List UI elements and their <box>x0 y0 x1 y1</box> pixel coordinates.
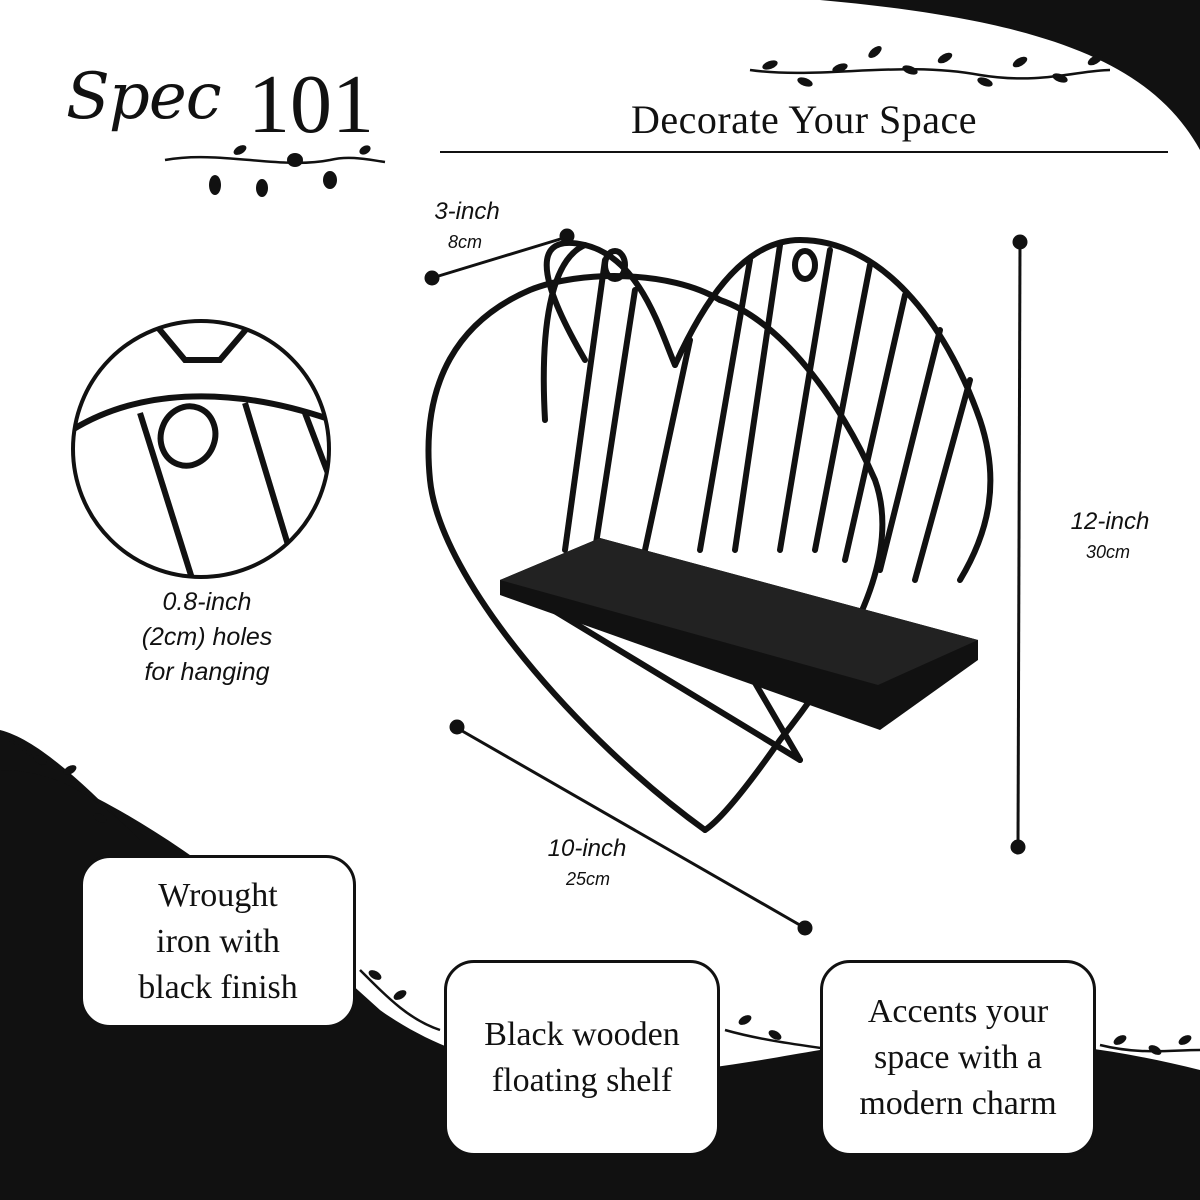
feature-line: iron with <box>156 922 280 960</box>
feature-line: Wrought <box>158 876 278 914</box>
depth-label: 3-inch <box>434 198 500 225</box>
feature-line: space with a <box>873 1039 1043 1076</box>
hanging-holes-callout: 0.8-inch (2cm) holes for hanging <box>100 585 314 690</box>
feature-line: Black wooden <box>484 1016 680 1053</box>
feature-card-shelf: Black wooden floating shelf <box>444 960 720 1156</box>
brand-logo: Spec 101 <box>66 50 386 210</box>
title-divider <box>440 151 1168 153</box>
feature-line: black finish <box>138 968 298 1006</box>
brand-script: Spec <box>66 60 222 134</box>
height-metric: 30cm <box>1085 542 1130 562</box>
feature-line: floating shelf <box>491 1062 673 1099</box>
height-label: 12-inch <box>1070 508 1150 535</box>
width-label: 10-inch <box>547 835 627 862</box>
feature-card-style: Accents your space with a modern charm <box>820 960 1096 1156</box>
callout-line-1: 0.8-inch <box>162 588 252 616</box>
width-metric: 25cm <box>565 869 610 889</box>
depth-metric: 8cm <box>447 232 482 252</box>
feature-line: Accents your <box>867 993 1049 1030</box>
feature-line: modern charm <box>859 1085 1057 1122</box>
feature-card-material: Wrought iron with black finish <box>80 855 356 1028</box>
zoom-detail-icon <box>71 319 331 579</box>
page-title: Decorate Your Space <box>630 97 978 142</box>
heart-shelf-illustration <box>425 237 994 833</box>
top-right-swoop <box>820 0 1200 150</box>
callout-line-3: for hanging <box>144 658 270 686</box>
brand-number: 101 <box>248 58 374 151</box>
callout-line-2: (2cm) holes <box>141 623 273 651</box>
